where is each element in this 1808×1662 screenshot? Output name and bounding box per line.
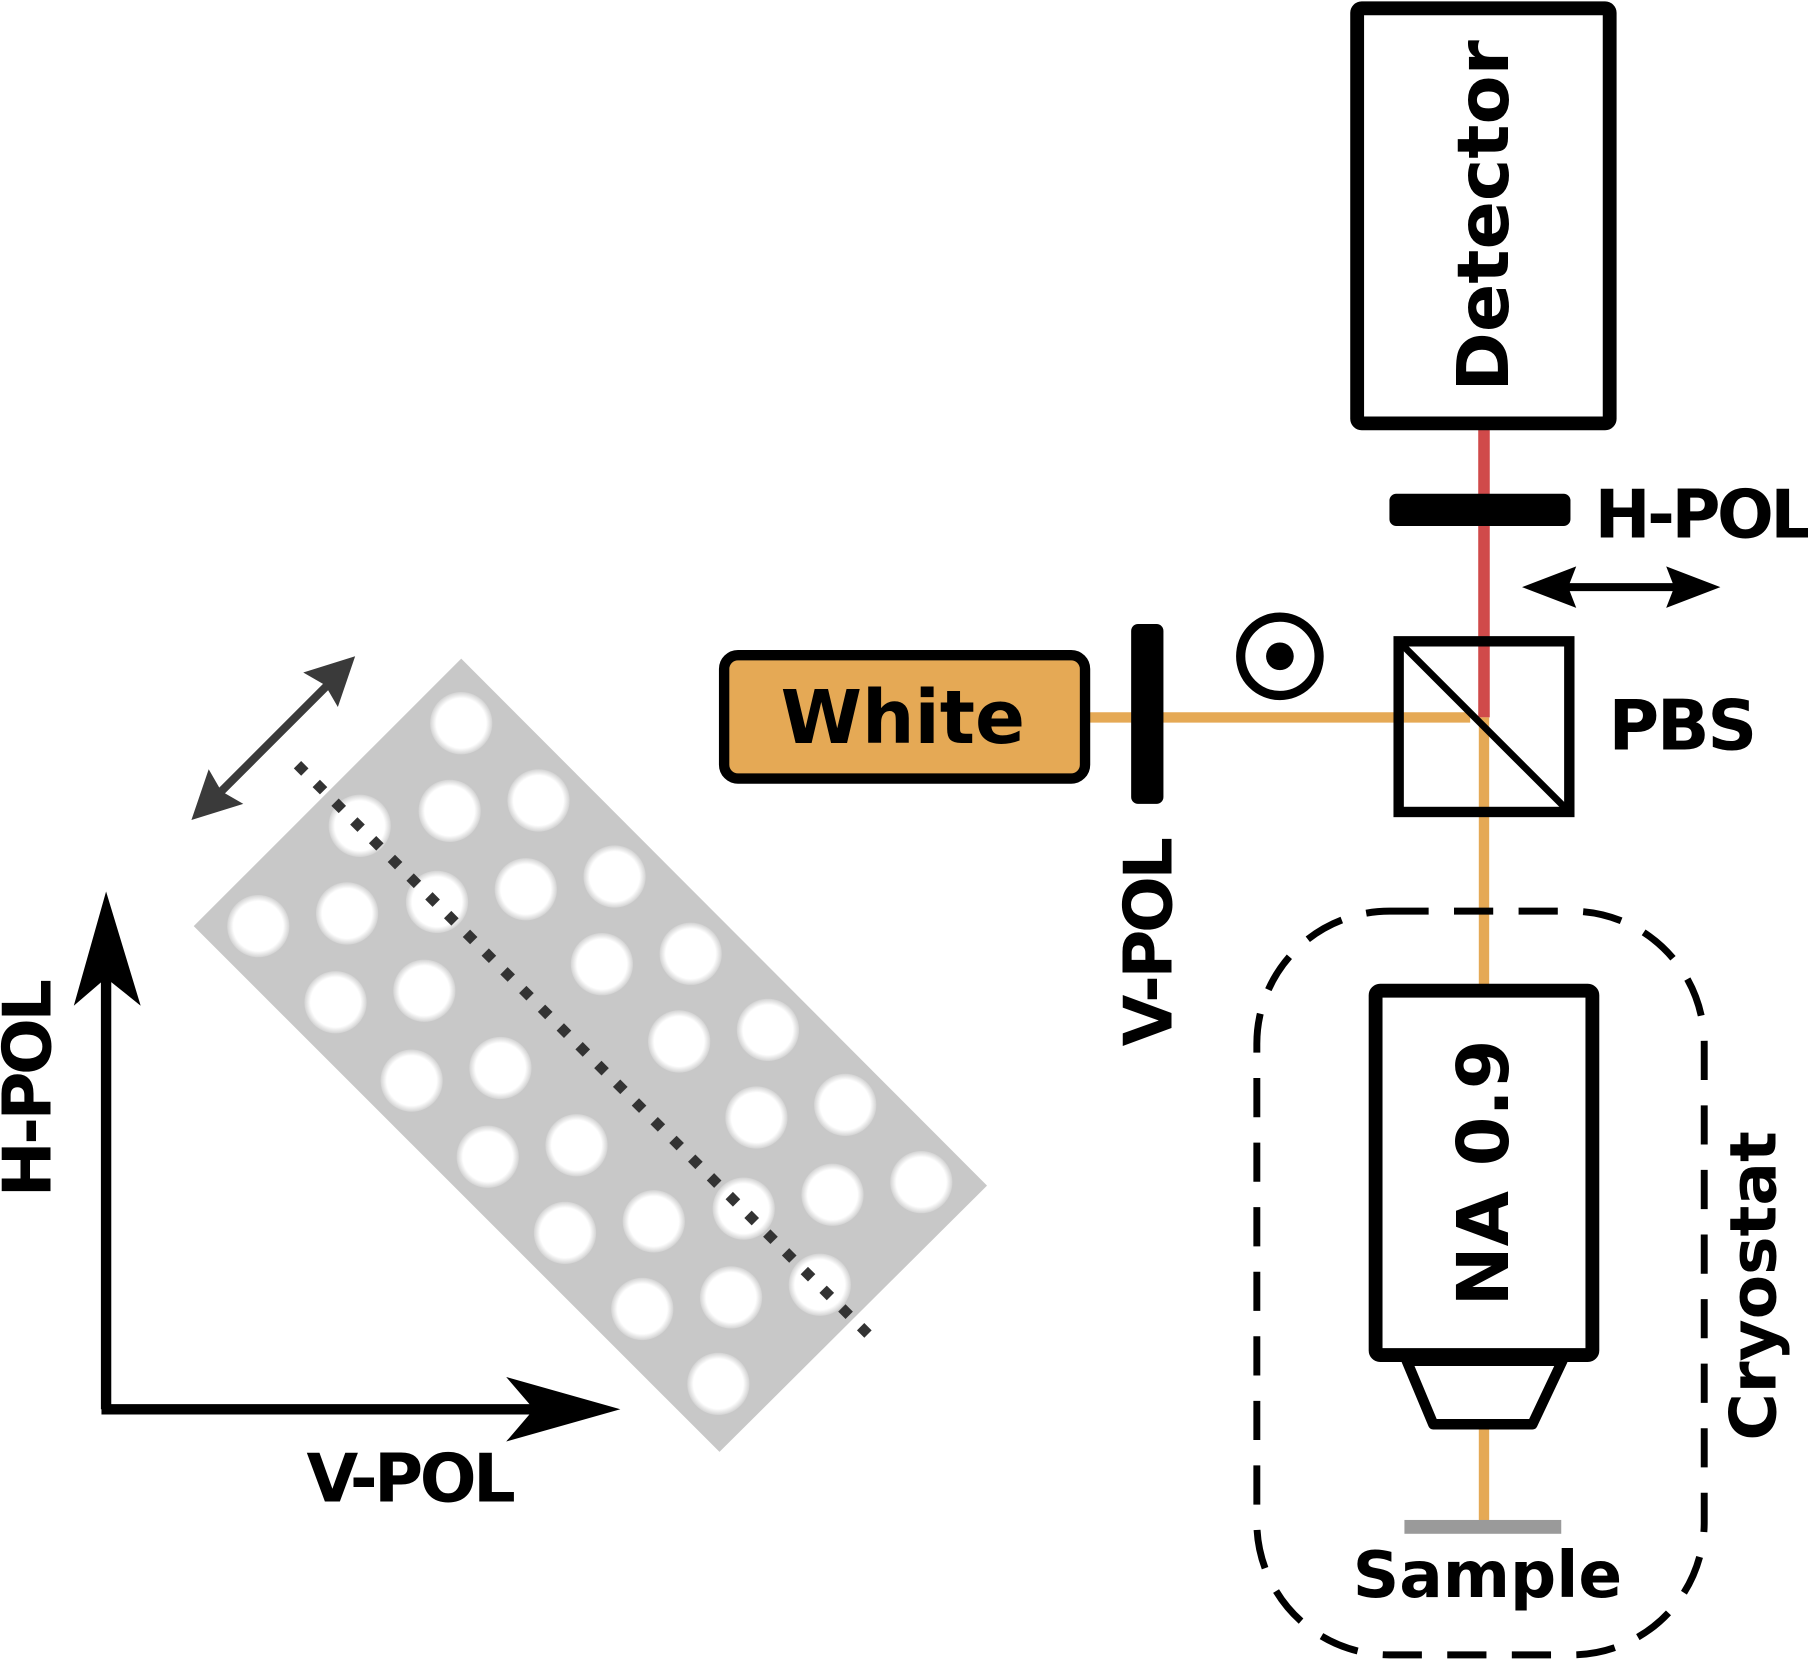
pbs-label: PBS <box>1609 687 1755 767</box>
lattice-hole <box>418 779 481 842</box>
v-pol-label: V-POL <box>1110 839 1188 1047</box>
lattice-hole <box>648 1010 711 1073</box>
circle-dot-icon <box>1236 612 1324 701</box>
lattice-hole <box>814 1073 877 1136</box>
lattice-hole <box>699 1266 763 1329</box>
pbs-cube <box>1393 636 1575 818</box>
axis-v-pol-arrow <box>101 1376 621 1442</box>
sample-plate <box>1404 1519 1562 1534</box>
axis-h-pol-label: H-POL <box>0 981 67 1198</box>
detector-label: Detector <box>1442 39 1525 391</box>
dotted-line <box>293 761 877 1343</box>
lattice-hole <box>788 1253 851 1316</box>
lattice-hole <box>659 922 722 985</box>
lattice-hole <box>393 959 456 1022</box>
lattice-hole <box>456 1125 519 1188</box>
axis-h-pol-arrow <box>73 891 141 1410</box>
lattice-hole <box>687 1352 750 1416</box>
lattice-hole <box>227 894 290 958</box>
objective-box <box>1368 983 1600 1362</box>
lattice-hole <box>380 1049 443 1112</box>
lattice-hole <box>725 1086 788 1149</box>
cryostat-label: Cryostat <box>1717 1131 1792 1440</box>
lattice-hole <box>545 1114 608 1177</box>
sample-label: Sample <box>1353 1538 1622 1613</box>
lattice-holes <box>227 692 953 1416</box>
lattice-hole <box>430 692 493 755</box>
white-source-box <box>718 649 1091 784</box>
lattice-hole <box>736 998 800 1062</box>
detector-box <box>1350 1 1617 431</box>
lattice-hole <box>507 769 570 832</box>
cryostat-outline <box>1253 907 1708 1659</box>
white-source-label: White <box>781 676 1026 761</box>
lattice-hole <box>611 1277 674 1341</box>
objective-tip <box>1401 1355 1568 1430</box>
objective-label: NA 0.9 <box>1442 1040 1525 1307</box>
axis-v-pol-label: V-POL <box>306 1440 514 1518</box>
lattice-hole <box>494 858 557 921</box>
lattice-hole <box>304 971 367 1034</box>
lattice-hole <box>469 1036 532 1100</box>
double-arrow-diagonal-icon <box>191 656 356 821</box>
lattice-hole <box>533 1201 597 1264</box>
lattice-hole <box>583 845 646 908</box>
lattice-hole <box>315 882 379 945</box>
lattice-hole <box>801 1163 864 1226</box>
lattice-hole <box>890 1150 953 1214</box>
lattice-hole <box>570 933 634 996</box>
lattice-hole <box>622 1190 685 1253</box>
lattice-hole <box>712 1177 775 1240</box>
v-pol-polarizer <box>1131 624 1164 804</box>
h-pol-label: H-POL <box>1595 476 1808 554</box>
double-arrow-horizontal-icon <box>1522 566 1721 608</box>
h-pol-polarizer <box>1389 493 1571 527</box>
